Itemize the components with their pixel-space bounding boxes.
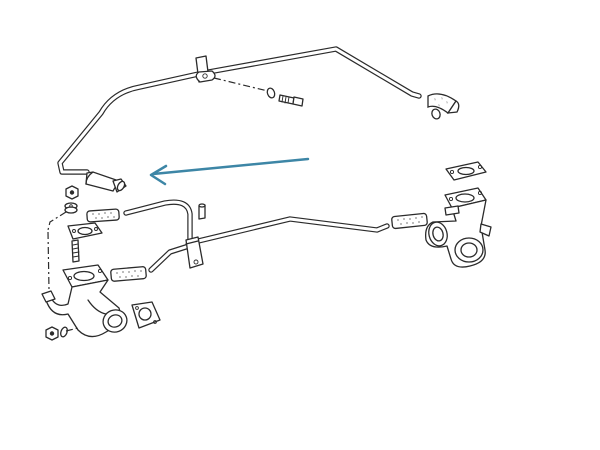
- right-gasket-top: [445, 161, 487, 181]
- lower-pipe-stub: [198, 203, 206, 220]
- upper-pipe-end-hose: [427, 93, 460, 120]
- lower-heater-pipe-branch: [148, 242, 195, 273]
- left-exhaust-manifold: [41, 264, 128, 338]
- left-hose-lower: [110, 266, 147, 282]
- lower-heater-pipe: [123, 199, 390, 246]
- left-stud-bolt: [71, 239, 80, 263]
- left-lower-gasket: [131, 301, 161, 329]
- right-exhaust-manifold: [425, 187, 492, 268]
- left-upper-gasket: [67, 222, 103, 240]
- lower-pipe-bracket: [185, 236, 204, 269]
- left-assembly-line: [47, 231, 50, 291]
- right-hose: [391, 212, 428, 230]
- upper-pipe-bracket: [195, 55, 216, 83]
- upper-heater-pipe: [57, 46, 422, 175]
- bottom-left-nut: [45, 326, 79, 341]
- bracket-screw: [213, 77, 304, 107]
- connecting-hose: [85, 171, 127, 193]
- callout-arrow: [149, 157, 310, 186]
- left-fasteners: [47, 185, 79, 231]
- left-hose-upper: [86, 208, 120, 223]
